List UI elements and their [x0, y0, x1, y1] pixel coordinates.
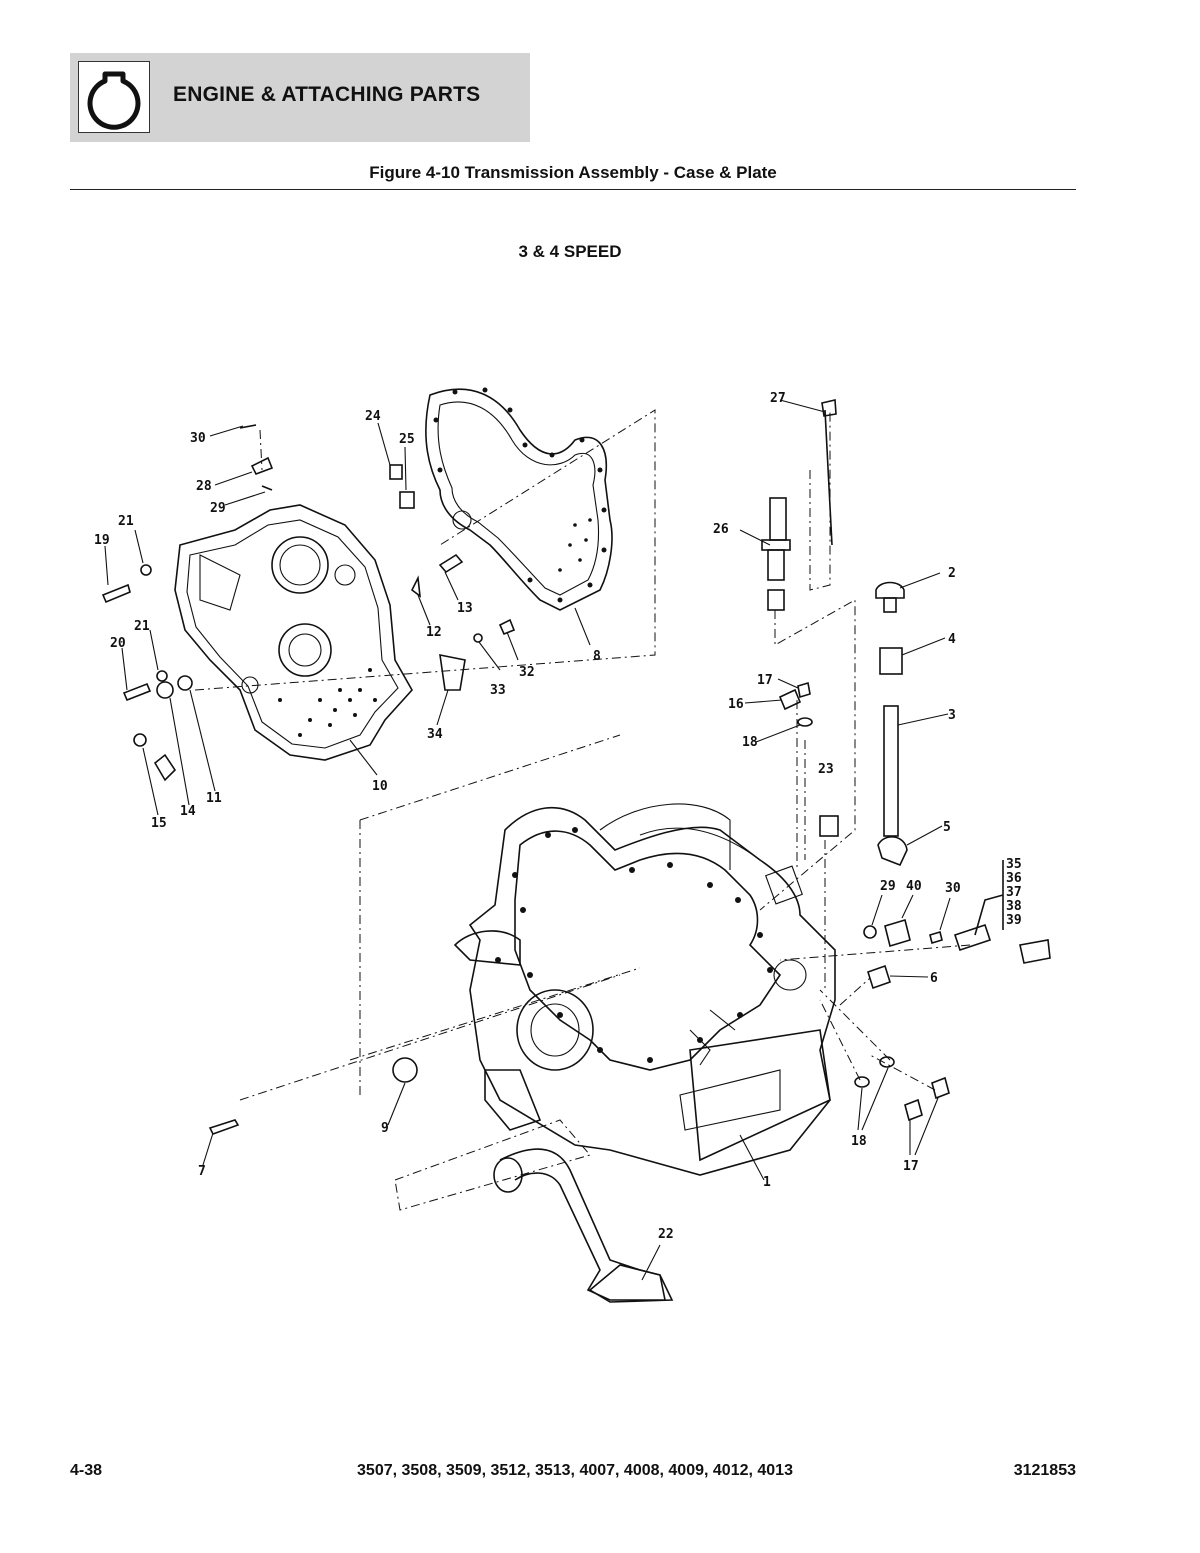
- callout-27: 27: [770, 391, 786, 406]
- leader-lines: [104, 399, 951, 1281]
- manual-number: 3121853: [1013, 1462, 1076, 1479]
- callout-17a: 17: [757, 673, 773, 688]
- callout-13: 13: [457, 601, 473, 616]
- callout-30b: 30: [945, 881, 961, 896]
- callout-28: 28: [196, 479, 212, 494]
- callout-30a: 30: [190, 431, 206, 446]
- callout-1: 1: [763, 1175, 771, 1190]
- callout-37: 37: [1006, 885, 1022, 900]
- callout-23: 23: [818, 762, 834, 777]
- callout-8: 8: [593, 649, 601, 664]
- callout-40: 40: [906, 879, 922, 894]
- callout-12: 12: [426, 625, 442, 640]
- callout-17b: 17: [903, 1159, 919, 1174]
- callout-38: 38: [1006, 899, 1022, 914]
- callout-26: 26: [713, 522, 729, 537]
- cover-plate: [174, 504, 413, 761]
- callout-14: 14: [180, 804, 196, 819]
- model-list: 3507, 3508, 3509, 3512, 3513, 4007, 4008…: [357, 1462, 793, 1479]
- callout-11: 11: [206, 791, 222, 806]
- callout-24: 24: [365, 409, 381, 424]
- transmission-case: [453, 803, 836, 1176]
- callout-21a: 21: [118, 514, 134, 529]
- page-number: 4-38: [70, 1462, 103, 1479]
- callout-2: 2: [948, 566, 956, 581]
- nipple: [883, 705, 899, 837]
- callout-5: 5: [943, 820, 951, 835]
- hardware: [101, 424, 1051, 1135]
- coupling: [879, 647, 903, 675]
- callouts: 1 2 3 4 5 6 7 8 9 10 11 12 13 14 15 16 1…: [94, 391, 1022, 1242]
- callout-29b: 29: [880, 879, 896, 894]
- callout-18a: 18: [742, 735, 758, 750]
- callout-18b: 18: [851, 1134, 867, 1149]
- callout-6: 6: [930, 971, 938, 986]
- callout-32: 32: [519, 665, 535, 680]
- callout-33: 33: [490, 683, 506, 698]
- section-header: ENGINE & ATTACHING PARTS: [70, 53, 530, 142]
- callout-34: 34: [427, 727, 443, 742]
- callout-3: 3: [948, 708, 956, 723]
- gasket: [425, 387, 613, 611]
- figure-subtitle: 3 & 4 SPEED: [518, 242, 622, 261]
- callout-4: 4: [948, 632, 956, 647]
- callout-10: 10: [372, 779, 388, 794]
- callout-19: 19: [94, 533, 110, 548]
- elbow: [877, 836, 908, 867]
- callout-25: 25: [399, 432, 415, 447]
- breather: [875, 581, 905, 613]
- dipstick: [821, 399, 837, 546]
- callout-9: 9: [381, 1121, 389, 1136]
- callout-29a: 29: [210, 501, 226, 516]
- callout-21b: 21: [134, 619, 150, 634]
- alignment-lines: [194, 409, 971, 1211]
- callout-7: 7: [198, 1164, 206, 1179]
- engine-section-icon: [78, 61, 150, 133]
- callout-15: 15: [151, 816, 167, 831]
- group-bracket: [974, 860, 1004, 936]
- suction-tube: [493, 1148, 674, 1303]
- callout-16: 16: [728, 697, 744, 712]
- title-divider: [70, 189, 1076, 190]
- dipstick-tube: [761, 497, 791, 611]
- callout-36: 36: [1006, 871, 1022, 886]
- plug-6: [867, 964, 891, 990]
- figure-title: Figure 4-10 Transmission Assembly - Case…: [369, 163, 777, 182]
- callout-22: 22: [658, 1227, 674, 1242]
- section-title: ENGINE & ATTACHING PARTS: [173, 83, 481, 106]
- callout-39: 39: [1006, 913, 1022, 928]
- callout-20: 20: [110, 636, 126, 651]
- callout-35: 35: [1006, 857, 1022, 872]
